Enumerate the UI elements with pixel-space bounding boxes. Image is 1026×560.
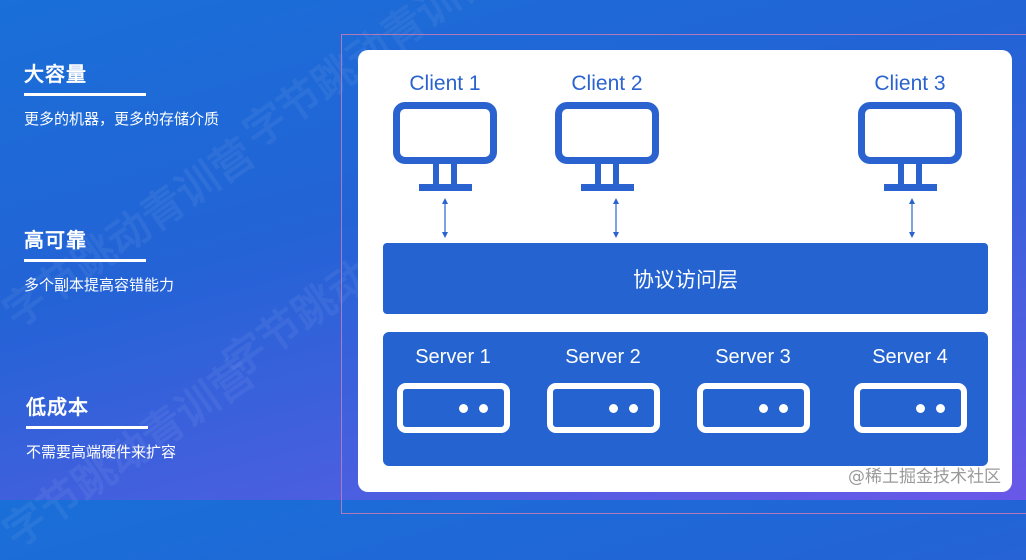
bidirectional-arrow-icon	[442, 198, 448, 238]
protocol-layer-label: 协议访问层	[633, 267, 738, 292]
server-label: Server 1	[415, 346, 491, 368]
feature-title: 高可靠	[24, 224, 146, 262]
monitor-icon	[393, 102, 497, 192]
server-icon	[546, 383, 660, 433]
server-2: Server 2	[543, 346, 663, 433]
server-icon	[696, 383, 810, 433]
server-label: Server 2	[565, 346, 641, 368]
feature-reliability: 高可靠 多个副本提高容错能力	[24, 224, 174, 295]
protocol-access-layer: 协议访问层	[383, 243, 988, 314]
client-label: Client 1	[409, 72, 481, 95]
server-label: Server 4	[872, 346, 948, 368]
monitor-icon	[858, 102, 962, 192]
feature-desc: 多个副本提高容错能力	[24, 276, 175, 294]
client-3: Client 3	[855, 72, 965, 192]
feature-desc: 不需要高端硬件来扩容	[26, 443, 177, 461]
source-credit: @稀土掘金技术社区	[848, 467, 1001, 487]
feature-title: 大容量	[24, 58, 146, 96]
client-label: Client 3	[874, 72, 946, 95]
bidirectional-arrow-icon	[909, 198, 915, 238]
client-1: Client 1	[390, 72, 500, 192]
feature-desc: 更多的机器，更多的存储介质	[24, 110, 220, 128]
server-icon	[396, 383, 510, 433]
server-label: Server 3	[715, 346, 791, 368]
server-group: Server 1 Server 2 Server 3 Server 4	[383, 332, 988, 466]
feature-capacity: 大容量 更多的机器，更多的存储介质	[24, 58, 219, 129]
client-2: Client 2	[552, 72, 662, 192]
server-1: Server 1	[393, 346, 513, 433]
client-label: Client 2	[571, 72, 643, 95]
bidirectional-arrow-icon	[613, 198, 619, 238]
server-4: Server 4	[850, 346, 970, 433]
server-3: Server 3	[693, 346, 813, 433]
feature-cost: 低成本 不需要高端硬件来扩容	[26, 391, 176, 462]
monitor-icon	[555, 102, 659, 192]
server-icon	[853, 383, 967, 433]
feature-title: 低成本	[26, 391, 148, 429]
